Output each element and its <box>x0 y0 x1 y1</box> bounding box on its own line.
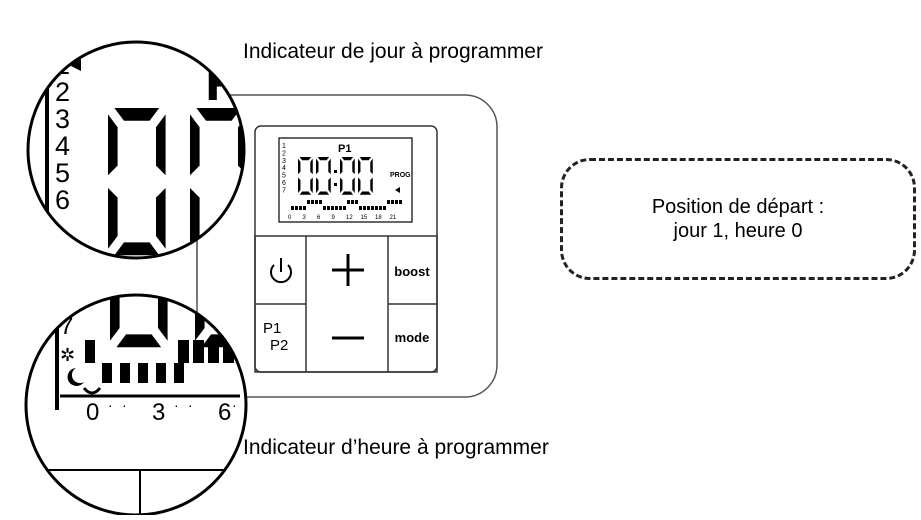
lcd-hour-bar <box>339 206 342 210</box>
lcd-hour-bars <box>291 200 402 210</box>
lcd-colon-top <box>334 170 337 173</box>
zoom-hour-label: 3 <box>152 399 165 426</box>
lcd-hour-bar <box>399 200 402 204</box>
lcd-day-number: 4 <box>282 165 286 172</box>
lcd-day-number: 5 <box>282 173 286 180</box>
lcd-prog-label: PROG <box>390 172 411 179</box>
zoom-hour-bar-high <box>223 340 234 363</box>
start-position-note: Position de départ : jour 1, heure 0 <box>560 158 916 280</box>
zoom-day-number: 2 <box>55 77 70 107</box>
lcd-hour-bar <box>363 206 366 210</box>
mode-label: mode <box>395 330 430 345</box>
hour-pointer-icon <box>82 387 102 395</box>
zoom-lower-day-number: 6 <box>60 287 73 314</box>
speaker-icon <box>395 187 400 193</box>
zoom-hour-dot: · <box>174 397 179 413</box>
lcd-hour-bar <box>343 206 346 210</box>
day-zoom-circle <box>26 40 246 260</box>
lcd-hour-bar <box>383 206 386 210</box>
lcd-hour-ticks: 0 3 6 9 12 15 18 21 <box>288 215 397 221</box>
sun-icon: ✲ <box>60 345 75 365</box>
lcd-hour-bar <box>355 200 358 204</box>
note-line-1: Position de départ : <box>651 196 825 218</box>
zoom-hour-dot: · <box>122 397 127 413</box>
lcd-program-label: P1 <box>338 143 351 155</box>
lcd-hour-bar <box>303 206 306 210</box>
lcd-day-number: 7 <box>282 187 286 194</box>
zoom-hour-bar-high <box>178 340 189 363</box>
lcd-hour-bar <box>335 206 338 210</box>
button-grid <box>254 235 438 373</box>
lcd-hour-bar <box>323 206 326 210</box>
lcd-hour-tick: 15 <box>361 215 368 221</box>
lcd-hour-bar <box>395 200 398 204</box>
zoom-day-number: 6 <box>55 185 70 215</box>
day-indicator-label: Indicateur de jour à programmer <box>243 40 543 63</box>
zoom-hour-bar-high <box>208 340 219 363</box>
lcd-hour-tick: 12 <box>346 215 353 221</box>
lcd-hour-bar <box>307 200 310 204</box>
note-line-2: jour 1, heure 0 <box>673 220 803 242</box>
lcd-hour-bar <box>299 206 302 210</box>
zoom-day-number: 4 <box>55 131 70 161</box>
lcd-hour-bar <box>387 200 390 204</box>
moon-icon <box>67 368 84 386</box>
lcd-hour-bar <box>391 200 394 204</box>
lcd-day-number: 1 <box>282 143 286 150</box>
lcd-hour-tick: 21 <box>390 215 397 221</box>
lcd-hour-tick: 9 <box>332 215 336 221</box>
zoom-hour-bar-low <box>120 363 130 383</box>
lcd-hour-bar <box>315 200 318 204</box>
lcd-hour-bar <box>375 206 378 210</box>
lcd-colon-bottom <box>334 183 337 186</box>
lcd-hour-bar <box>311 200 314 204</box>
lcd-hour-bar <box>347 200 350 204</box>
zoom-hour-bar-low <box>156 363 166 383</box>
p1-label: P1 <box>263 320 281 337</box>
hour-indicator-label: Indicateur d’heure à programmer <box>243 436 549 459</box>
zoom-day-number: 5 <box>55 158 70 188</box>
plus-icon <box>332 254 364 286</box>
lcd-hour-bar <box>327 206 330 210</box>
lcd-hour-bar <box>367 206 370 210</box>
lcd-hour-tick: 0 <box>288 215 292 221</box>
p2-label: P2 <box>270 337 288 354</box>
lcd-hour-tick: 3 <box>303 215 307 221</box>
zoom-hour-bar-high <box>193 340 204 363</box>
lcd-hour-bar <box>295 206 298 210</box>
boost-label: boost <box>394 264 430 279</box>
lcd-hour-bar <box>359 206 362 210</box>
zoom-day-number: 3 <box>55 104 70 134</box>
zoom-hour-dot: · <box>108 397 113 413</box>
zoom-hour-bar-low <box>138 363 148 383</box>
lcd-hour-tick: 18 <box>375 215 382 221</box>
lcd-hour-bar <box>379 206 382 210</box>
day-pointer-icon <box>69 59 81 71</box>
lcd-day-number: 3 <box>282 158 286 165</box>
zoom-hour-bar-high <box>85 340 95 363</box>
zoom-hour-bar-low <box>102 363 112 383</box>
lcd-hour-tick: 6 <box>317 215 321 221</box>
zoom-hour-bar-low <box>174 363 184 383</box>
lcd-hour-bar <box>371 206 374 210</box>
zoom-hour-dot: · <box>188 397 193 413</box>
lcd-hour-bar <box>331 206 334 210</box>
zoom-hour-label: 6 <box>218 399 231 426</box>
lcd-hour-bar <box>319 200 322 204</box>
lcd-day-number: 6 <box>282 180 286 187</box>
zoom-hour-label: 0 <box>86 399 99 426</box>
lcd-day-number: 2 <box>282 150 286 157</box>
lcd-hour-bar <box>351 200 354 204</box>
power-icon <box>270 258 292 284</box>
lcd-hour-bar <box>291 206 294 210</box>
zoom-hour-dot: · <box>232 397 237 413</box>
